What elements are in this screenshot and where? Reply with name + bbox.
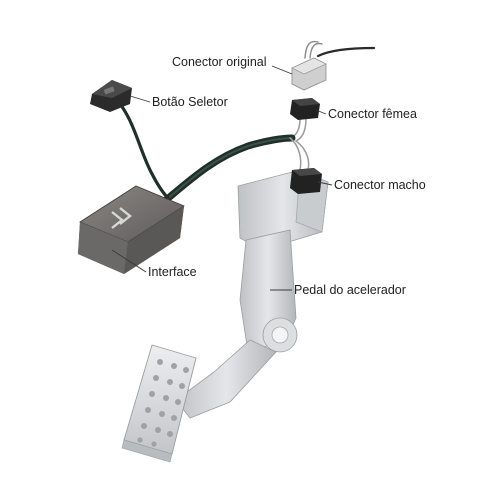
male-connector bbox=[290, 168, 322, 194]
female-connector bbox=[290, 98, 320, 120]
labels: Conector original Botão Seletor Conector… bbox=[148, 55, 426, 297]
label-pedal: Pedal do acelerador bbox=[294, 283, 406, 297]
label-conector-macho: Conector macho bbox=[334, 178, 426, 192]
accelerator-pedal bbox=[121, 169, 329, 463]
original-connector bbox=[291, 57, 327, 91]
leader-lines bbox=[111, 65, 333, 291]
pedal-lever bbox=[175, 339, 277, 419]
original-cable bbox=[316, 46, 376, 58]
label-conector-original: Conector original bbox=[172, 55, 267, 69]
interface-module bbox=[78, 185, 185, 274]
selector-cable bbox=[118, 102, 170, 200]
selector-button bbox=[90, 80, 132, 112]
label-botao-seletor: Botão Seletor bbox=[152, 95, 228, 109]
label-conector-femea: Conector fêmea bbox=[328, 107, 417, 121]
interface-logo-chevron bbox=[111, 207, 132, 229]
pedal-pad-holes bbox=[137, 359, 189, 447]
label-interface: Interface bbox=[148, 265, 197, 279]
cables bbox=[118, 40, 376, 204]
